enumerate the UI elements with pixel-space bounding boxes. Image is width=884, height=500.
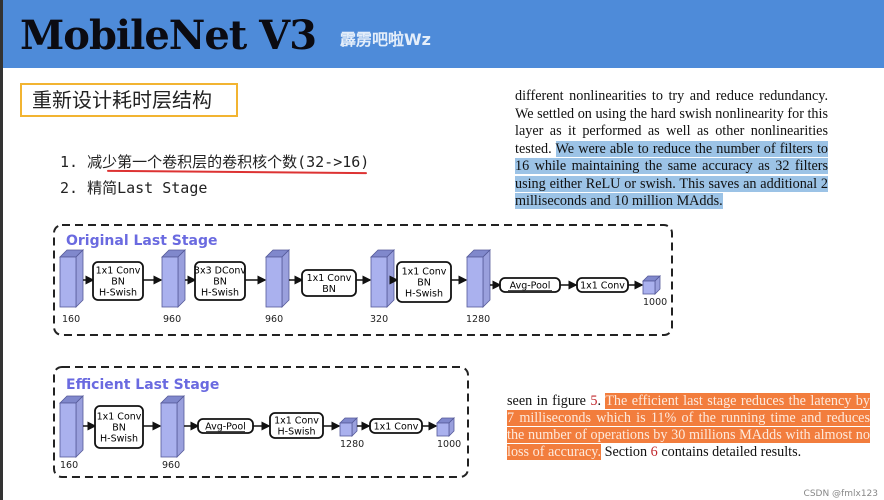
header-bar [3,0,884,68]
layer-block: Avg-Pool [499,277,561,293]
channel-label: 960 [265,314,283,325]
layer-label: H-Swish [278,427,316,438]
section-ref[interactable]: 6 [650,444,658,460]
tensor-cube [339,417,358,437]
layer-label: BN [213,277,227,288]
layer-label: 1x1 Conv [97,412,142,423]
layer-label: Avg-Pool [510,281,551,292]
channel-label: 160 [62,314,80,325]
output-cube [436,417,455,437]
tensor-prism [59,395,84,458]
channel-label: 320 [370,314,388,325]
layer-label: BN [417,278,431,289]
paper-text: different nonlinearities to try and redu… [515,88,828,157]
paper-text: seen in figure [507,393,591,409]
video-watermark: 霹雳吧啦Wz [340,30,431,49]
efficient-stage-frame [53,366,469,478]
layer-label: 1x1 Conv [402,267,447,278]
paper-text: contains detailed results. [657,444,802,460]
paper-excerpt-top: different nonlinearities to try and redu… [515,88,828,211]
layer-block: 1x1 Conv [576,277,629,293]
layer-label: BN [111,277,125,288]
channel-label: 960 [163,314,181,325]
layer-label: 1x1 Conv [96,266,141,277]
channel-label: 160 [60,460,78,471]
output-cube [642,275,661,295]
channel-label: 960 [162,460,180,471]
tensor-prism [466,249,491,308]
layer-label: H-Swish [201,288,239,299]
layer-block: 1x1 Conv [369,418,423,434]
tensor-prism [161,249,186,308]
channel-label: 1000 [643,297,667,308]
paper-text: Section [601,444,651,460]
efficient-stage-title: Efficient Last Stage [66,377,219,393]
list-item: 1. 减少第一个卷积层的卷积核个数(32->16) [60,153,370,171]
layer-label: 1x1 Conv [374,422,419,433]
tensor-prism [265,249,290,308]
layer-label: H-Swish [405,289,443,300]
layer-label: Avg-Pool [205,422,246,433]
channel-label: 1000 [437,439,461,450]
figure-ref[interactable]: 5 [590,393,598,409]
layer-block: Avg-Pool [197,418,254,434]
layer-label: 1x1 Conv [580,281,625,292]
channel-label: 1280 [466,314,490,325]
layer-label: H-Swish [100,434,138,445]
layer-label: 1x1 Conv [307,273,352,284]
layer-label: 3x3 DConv [194,266,247,277]
tensor-prism [370,249,395,308]
paper-excerpt-bottom: seen in figure 5. The efficient last sta… [507,393,870,461]
original-stage-title: Original Last Stage [66,233,218,249]
tensor-prism [160,395,185,458]
csdn-watermark: CSDN @fmlx123 [803,489,878,499]
layer-label: H-Swish [99,288,137,299]
layer-label: 1x1 Conv [274,416,319,427]
layer-label: BN [322,284,336,295]
layer-label: BN [112,423,126,434]
list-item: 2. 精简Last Stage [60,179,208,197]
paper-text: . [597,393,606,409]
slide-title: MobileNet V3 [20,12,317,59]
channel-label: 1280 [340,439,364,450]
left-border [0,0,3,500]
section-heading: 重新设计耗时层结构 [20,83,238,117]
original-stage-frame [53,224,673,336]
tensor-prism [59,249,84,308]
